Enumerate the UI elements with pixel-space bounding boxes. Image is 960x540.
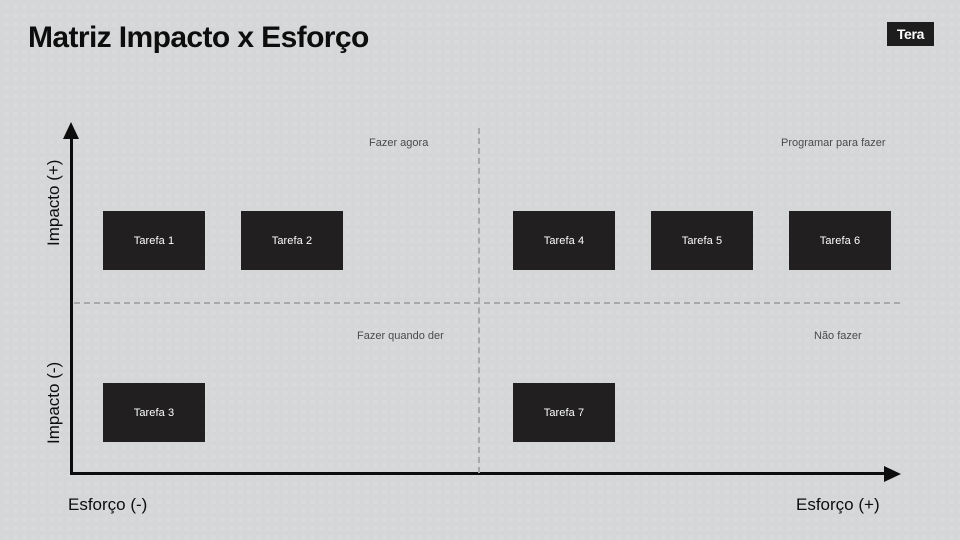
tera-logo: Tera — [887, 22, 934, 46]
page-title: Matriz Impacto x Esforço — [28, 21, 369, 54]
x-axis-line — [70, 472, 888, 475]
quadrant-caption-dont-do: Não fazer — [814, 330, 862, 342]
task-card[interactable]: Tarefa 4 — [513, 211, 615, 270]
quadrant-caption-do-now: Fazer agora — [369, 137, 429, 149]
task-card[interactable]: Tarefa 7 — [513, 383, 615, 442]
x-axis-label-positive: Esforço (+) — [796, 495, 880, 514]
quadrant-caption-when-able: Fazer quando der — [357, 330, 444, 342]
horizontal-divider — [74, 302, 900, 304]
task-card[interactable]: Tarefa 3 — [103, 383, 205, 442]
task-card[interactable]: Tarefa 1 — [103, 211, 205, 270]
x-axis-label-negative: Esforço (-) — [68, 495, 148, 514]
task-card[interactable]: Tarefa 6 — [789, 211, 891, 270]
y-axis-line — [70, 137, 73, 475]
quadrant-caption-schedule: Programar para fazer — [781, 137, 886, 149]
x-axis-arrow-icon — [884, 466, 901, 482]
y-axis-arrow-icon — [63, 122, 79, 139]
task-card[interactable]: Tarefa 5 — [651, 211, 753, 270]
y-axis-label-negative: Impacto (-) — [44, 361, 63, 444]
task-card[interactable]: Tarefa 2 — [241, 211, 343, 270]
vertical-divider — [478, 128, 480, 473]
y-axis-label-positive: Impacto (+) — [44, 159, 63, 246]
